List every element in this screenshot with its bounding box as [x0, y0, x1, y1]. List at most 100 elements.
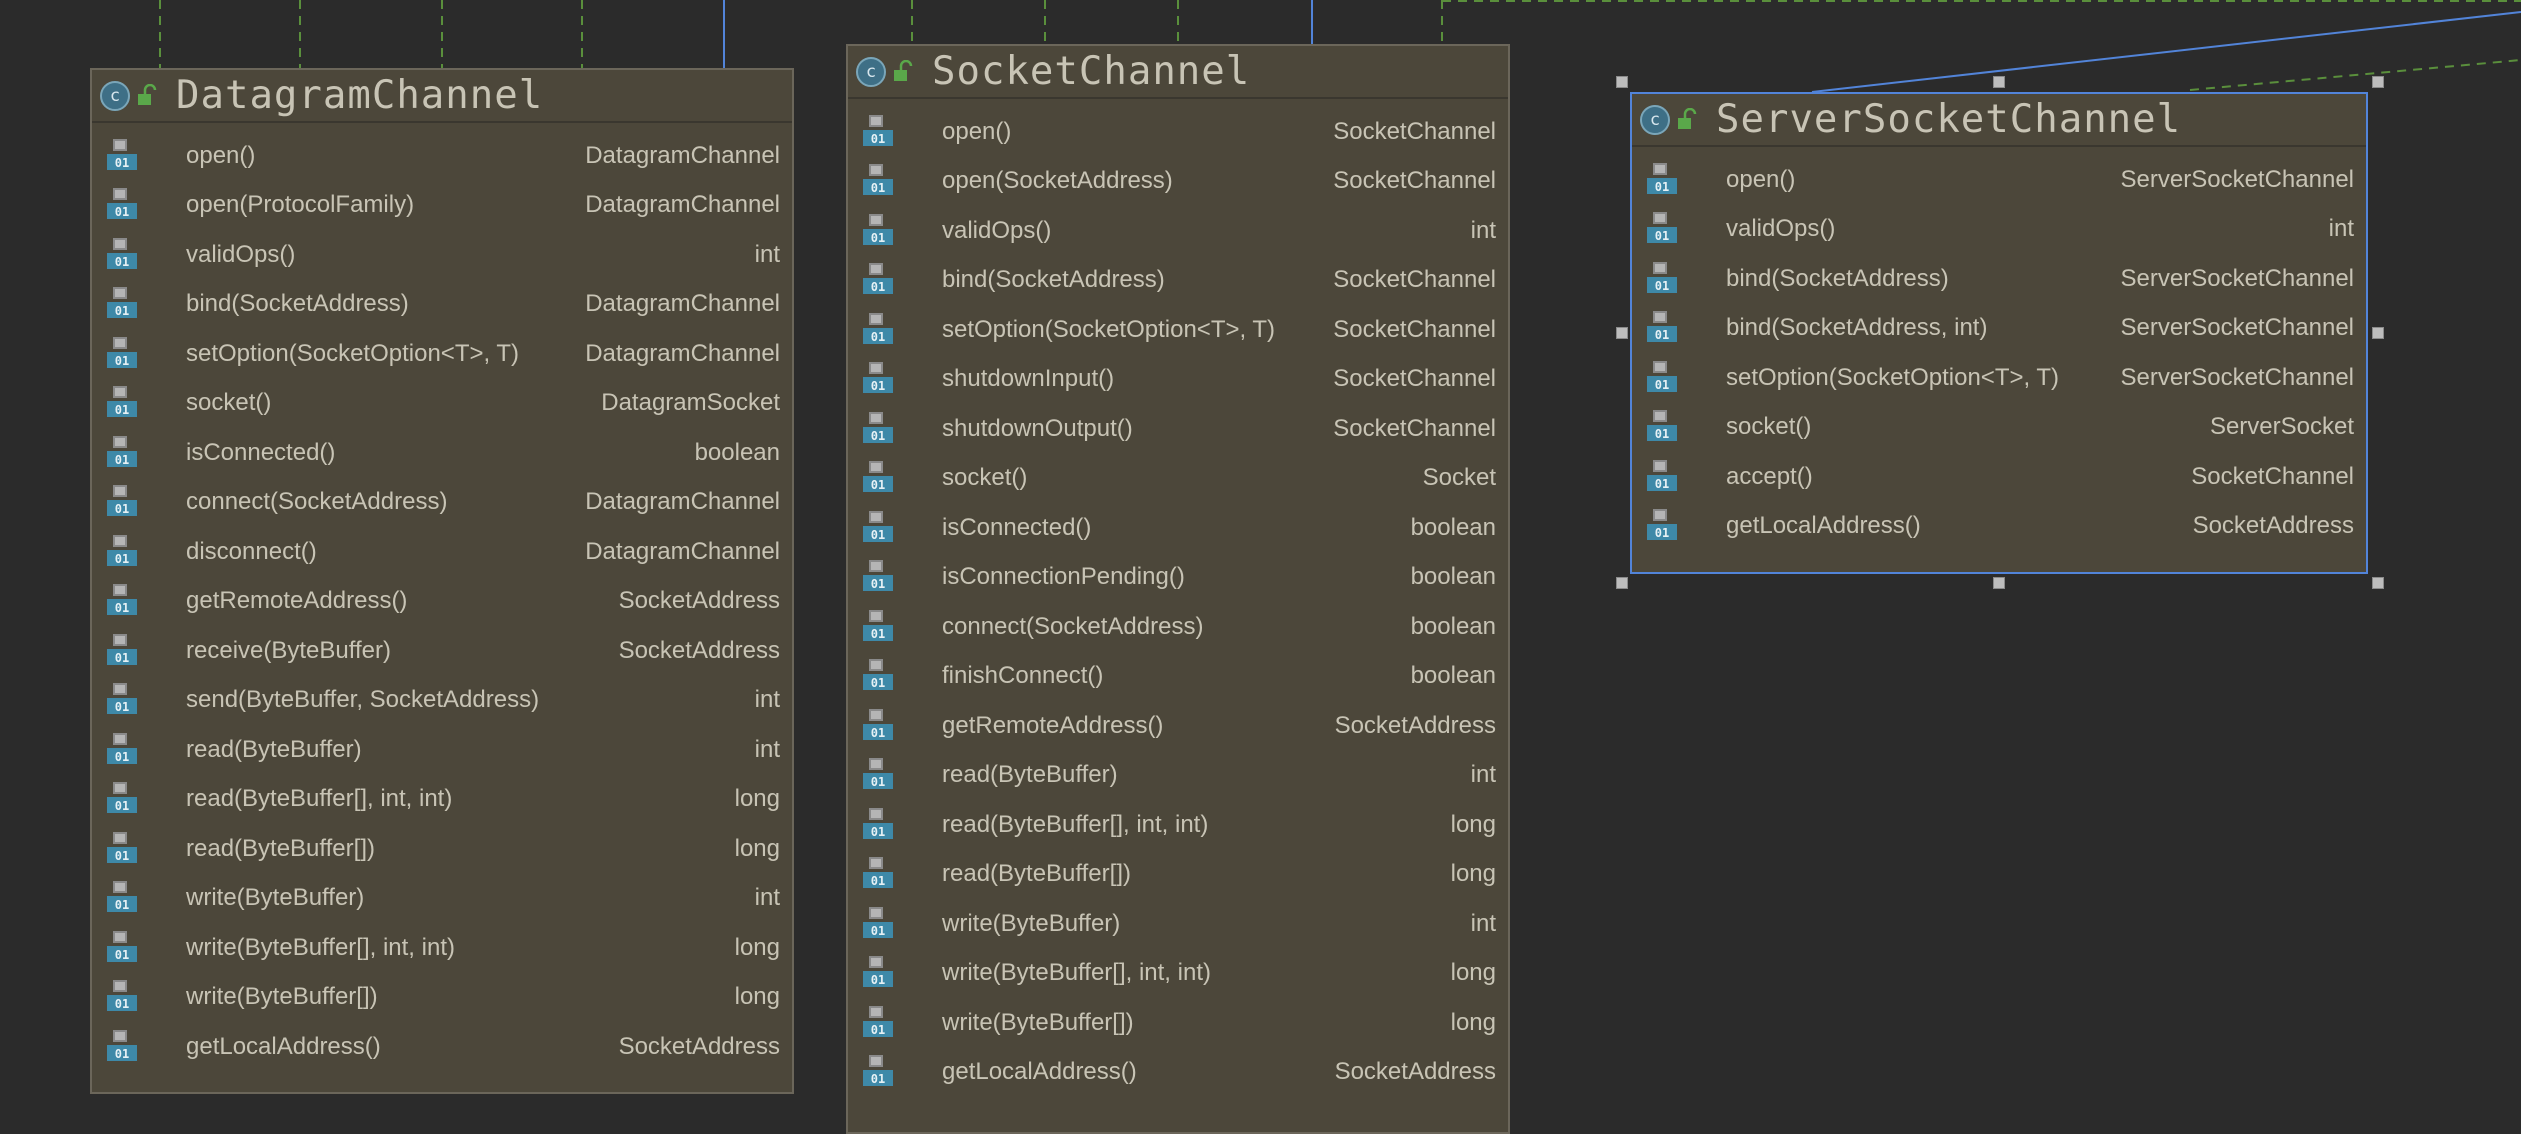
method-01-icon: 01: [104, 235, 140, 275]
method-name: socket(): [1726, 413, 1812, 441]
resize-handle-top[interactable]: [1993, 76, 2005, 88]
svg-text:01: 01: [115, 354, 129, 368]
method-return-type: DatagramChannel: [585, 191, 780, 219]
svg-text:01: 01: [871, 676, 885, 690]
method-row[interactable]: 01 validOps() int: [92, 230, 792, 280]
method-name: send(ByteBuffer, SocketAddress): [186, 686, 540, 714]
method-01-icon: 01: [860, 458, 896, 498]
method-return-type: ServerSocketChannel: [2120, 363, 2354, 391]
method-01-icon: 01: [860, 409, 896, 449]
method-name: isConnected(): [942, 513, 1092, 541]
resize-handle-bottom[interactable]: [1993, 577, 2005, 589]
method-name: read(ByteBuffer[], int, int): [942, 810, 1209, 838]
resize-handle-right[interactable]: [2372, 327, 2384, 339]
method-row[interactable]: 01 setOption(SocketOption<T>, T) ServerSoc…: [1632, 353, 2366, 403]
svg-text:01: 01: [1655, 378, 1669, 392]
resize-handle-bottom-left[interactable]: [1616, 577, 1628, 589]
svg-text:01: 01: [871, 726, 885, 740]
method-return-type: SocketChannel: [1333, 315, 1496, 343]
svg-text:01: 01: [115, 651, 129, 665]
svg-text:01: 01: [871, 132, 885, 146]
svg-text:01: 01: [1655, 229, 1669, 243]
method-name: setOption(SocketOption<T>, T): [1726, 363, 2060, 391]
method-return-type: int: [754, 735, 780, 763]
method-01-icon: 01: [104, 482, 140, 522]
method-return-type: int: [754, 240, 780, 268]
method-01-icon: 01: [860, 656, 896, 696]
method-name: shutdownOutput(): [942, 414, 1133, 442]
method-name: getRemoteAddress(): [942, 711, 1164, 739]
svg-text:01: 01: [871, 775, 885, 789]
method-return-type: boolean: [1410, 513, 1496, 541]
method-01-icon: 01: [104, 680, 140, 720]
resize-handle-bottom-right[interactable]: [2372, 577, 2384, 589]
svg-text:01: 01: [115, 304, 129, 318]
method-01-icon: 01: [860, 359, 896, 399]
resize-handle-top-right[interactable]: [2372, 76, 2384, 88]
method-name: write(ByteBuffer[]): [186, 983, 378, 1011]
method-name: validOps(): [186, 240, 296, 268]
resize-handle-left[interactable]: [1616, 327, 1628, 339]
method-01-icon: 01: [860, 557, 896, 597]
method-name: write(ByteBuffer): [186, 884, 365, 912]
method-01-icon: 01: [860, 260, 896, 300]
method-01-icon: 01: [1644, 209, 1680, 249]
resize-handle-top-left[interactable]: [1616, 76, 1628, 88]
svg-text:01: 01: [115, 601, 129, 615]
class-header[interactable]: c DatagramChannel: [92, 70, 792, 123]
class-header[interactable]: c ServerSocketChannel: [1632, 94, 2366, 147]
svg-text:01: 01: [115, 898, 129, 912]
class-title: DatagramChannel: [176, 73, 544, 118]
class-header[interactable]: c SocketChannel: [848, 46, 1508, 99]
